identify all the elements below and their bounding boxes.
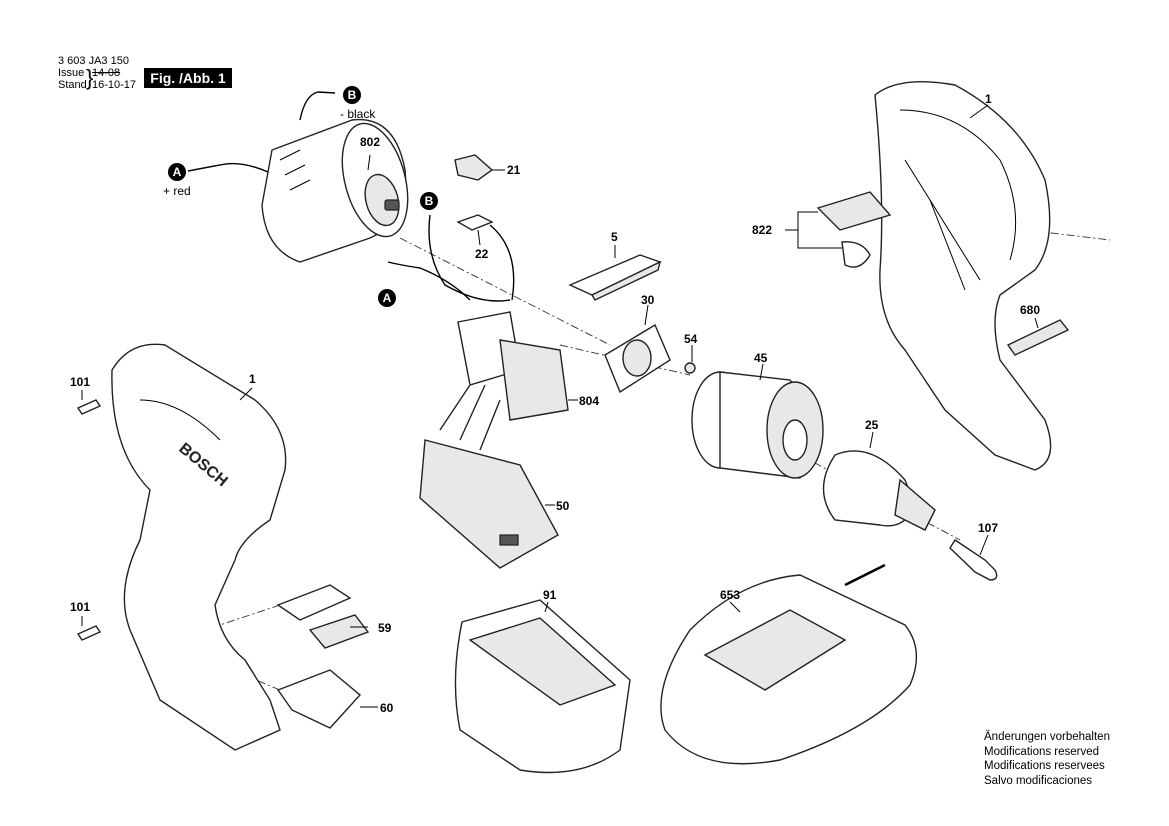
- screw-54: [684, 362, 696, 374]
- screw-101-top: [76, 399, 102, 415]
- wire-b-badge-top: B: [343, 86, 361, 104]
- issue-label: Issue: [58, 67, 85, 79]
- part-number-25: 25: [865, 418, 879, 432]
- leader-line: [969, 104, 989, 119]
- part-number-22: 22: [475, 247, 489, 261]
- stand-value: 16-10-17: [92, 79, 137, 91]
- switch-804: [439, 311, 569, 451]
- part-number-91: 91: [543, 588, 557, 602]
- document-number: 3 603 JA3 150: [58, 55, 129, 67]
- footer-notice: Änderungen vorbehalten Modifications res…: [984, 730, 1110, 788]
- part-number-54: 54: [684, 332, 698, 346]
- assembly-axis-line: [399, 237, 611, 346]
- circuit-board-50: [419, 439, 559, 569]
- assembly-axis-line: [219, 604, 281, 626]
- screw-107: [949, 539, 998, 581]
- leader-line: [759, 363, 764, 381]
- part-number-1-left: 1: [249, 372, 256, 386]
- part-number-5: 5: [611, 230, 618, 244]
- switch-wires: [387, 214, 515, 302]
- leader-line: [367, 154, 371, 171]
- assembly-axis-line: [859, 209, 1111, 241]
- part-21: [454, 154, 494, 181]
- part-number-30: 30: [641, 293, 655, 307]
- leader-line: [644, 304, 649, 326]
- part-number-60: 60: [380, 701, 394, 715]
- part-number-21: 21: [507, 163, 521, 177]
- stand-label: Stand: [58, 79, 87, 91]
- gearbox-45: [691, 371, 824, 479]
- part-number-101-top: 101: [70, 375, 91, 389]
- wire-a-badge-top: A: [168, 163, 186, 181]
- leader-line: [869, 431, 874, 449]
- wire-b-text: - black: [340, 107, 376, 121]
- part-number-802: 802: [360, 135, 381, 149]
- housing-left-1: [111, 343, 287, 751]
- part-5: [568, 254, 662, 301]
- part-number-822: 822: [752, 223, 773, 237]
- part-number-50: 50: [556, 499, 570, 513]
- wire-a-badge-mid: A: [378, 289, 396, 307]
- wire-a-text: + red: [163, 184, 191, 198]
- part-number-59: 59: [378, 621, 392, 635]
- part-number-653: 653: [720, 588, 741, 602]
- footer-line-de: Änderungen vorbehalten: [984, 731, 1110, 743]
- part-number-45: 45: [754, 351, 768, 365]
- leader-line: [785, 211, 842, 249]
- battery-91: [454, 599, 631, 774]
- part-number-107: 107: [978, 521, 999, 535]
- header-brace: }: [86, 65, 94, 90]
- housing-right-1: [874, 81, 1052, 471]
- leader-line: [239, 387, 253, 401]
- assembly-axis-line: [799, 454, 961, 541]
- footer-line-fr: Modifications reservees: [984, 760, 1105, 772]
- leader-line: [544, 601, 549, 613]
- wire-b-badge-mid: B: [420, 192, 438, 210]
- chuck-25: [822, 450, 936, 531]
- motor-802: [187, 91, 409, 263]
- leader-line: [477, 229, 481, 246]
- cover-60: [276, 669, 362, 729]
- part-number-804: 804: [579, 394, 600, 408]
- footer-line-en: Modifications reserved: [984, 745, 1100, 758]
- bit-680: [1006, 319, 1070, 356]
- charger-653: [660, 563, 918, 765]
- part-22: [456, 214, 494, 231]
- figure-label: Fig. /Abb. 1: [144, 68, 232, 88]
- screw-101-bottom: [76, 625, 102, 641]
- part-30: [604, 323, 671, 394]
- part-number-101-bottom: 101: [70, 600, 91, 614]
- leader-line: [729, 601, 741, 613]
- part-number-680: 680: [1020, 303, 1041, 317]
- part-822: [816, 191, 892, 268]
- leader-line: [1034, 317, 1039, 329]
- issue-value: 14-08: [92, 67, 121, 79]
- leader-line: [979, 534, 989, 556]
- footer-line-es: Salvo modificaciones: [984, 774, 1093, 787]
- part-number-1-right: 1: [985, 92, 992, 106]
- cover-59: [276, 584, 370, 649]
